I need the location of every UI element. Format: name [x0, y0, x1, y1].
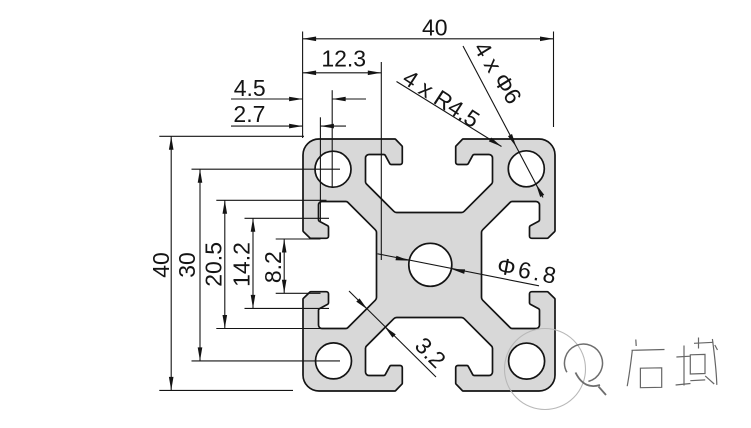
svg-text:12.3: 12.3 — [321, 45, 366, 71]
svg-text:20.5: 20.5 — [200, 242, 226, 287]
svg-text:30: 30 — [174, 252, 200, 278]
svg-text:8.2: 8.2 — [260, 251, 286, 283]
svg-text:40: 40 — [148, 252, 174, 278]
svg-text:2.7: 2.7 — [233, 101, 265, 127]
svg-text:14.2: 14.2 — [228, 242, 254, 287]
svg-text:4.5: 4.5 — [234, 75, 266, 101]
svg-text:40: 40 — [422, 14, 448, 40]
